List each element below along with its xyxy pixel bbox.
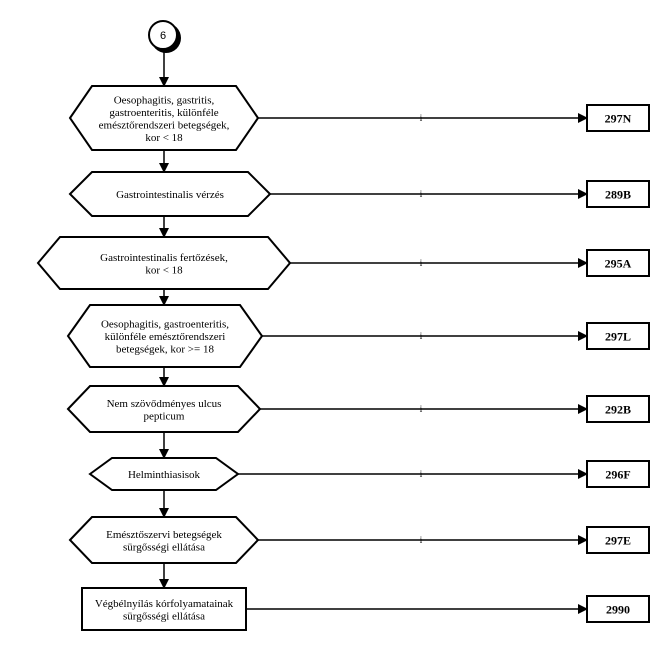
code-box: 296F [586,460,650,488]
code-label: 296F [605,468,630,482]
node-label-line: kor < 18 [145,132,183,144]
yes-label: i [420,404,423,414]
decision-node-8: Végbélnyílás kórfolyamatainaksürgősségi … [81,587,247,631]
start-connector-label: 6 [160,30,166,42]
code-box: 2990 [586,595,650,623]
code-label: 297E [605,534,631,548]
code-box: 297E [586,526,650,554]
code-label: 295A [605,257,632,271]
yes-label: i [420,258,423,268]
code-label: 292B [605,403,631,417]
node-label-line: különféle emésztőrendszeri [105,331,226,343]
yes-label: i [420,331,423,341]
node-label-line: pepticum [144,410,185,422]
node-label-line: sürgősségi ellátása [123,541,205,553]
code-box: 297L [586,322,650,350]
node-label-line: kor < 18 [145,264,183,276]
yes-label: i [420,535,423,545]
node-label-line: Helminthiasisok [128,469,201,481]
code-box: 297N [586,104,650,132]
node-label-line: betegségek, kor >= 18 [116,344,214,356]
decision-node-4: Oesophagitis, gastroenteritis,különféle … [66,304,264,368]
yes-label: i [420,113,423,123]
start-connector: 6 [148,20,181,53]
code-label: 297L [605,330,631,344]
code-label: 289B [605,188,631,202]
decision-node-2: Gastrointestinalis vérzés [68,171,272,217]
node-label-line: emésztőrendszeri betegségek, [99,119,230,131]
code-box: 295A [586,249,650,277]
node-label-line: Végbélnyílás kórfolyamatainak [95,598,234,610]
node-label-line: Gastrointestinalis vérzés [116,189,224,201]
node-label-line: Oesophagitis, gastroenteritis, [101,319,229,331]
code-box: 292B [586,395,650,423]
code-box: 289B [586,180,650,208]
yes-label: i [420,469,423,479]
code-label: 297N [605,112,632,126]
node-label-line: Emésztőszervi betegségek [106,529,222,541]
node-label-line: Oesophagitis, gastritis, [114,94,215,106]
node-label-line: Gastrointestinalis fertőzések, [100,252,228,264]
node-label-line: sürgősségi ellátása [123,610,205,622]
code-label: 2990 [606,603,630,617]
decision-node-1: Oesophagitis, gastritis,gastroenteritis,… [68,85,260,151]
decision-node-6: Helminthiasisok [88,457,240,491]
node-label-line: gastroenteritis, különféle [109,107,218,119]
decision-node-3: Gastrointestinalis fertőzések,kor < 18 [36,236,292,290]
node-label-line: Nem szövődményes ulcus [107,398,222,410]
yes-label: i [420,189,423,199]
